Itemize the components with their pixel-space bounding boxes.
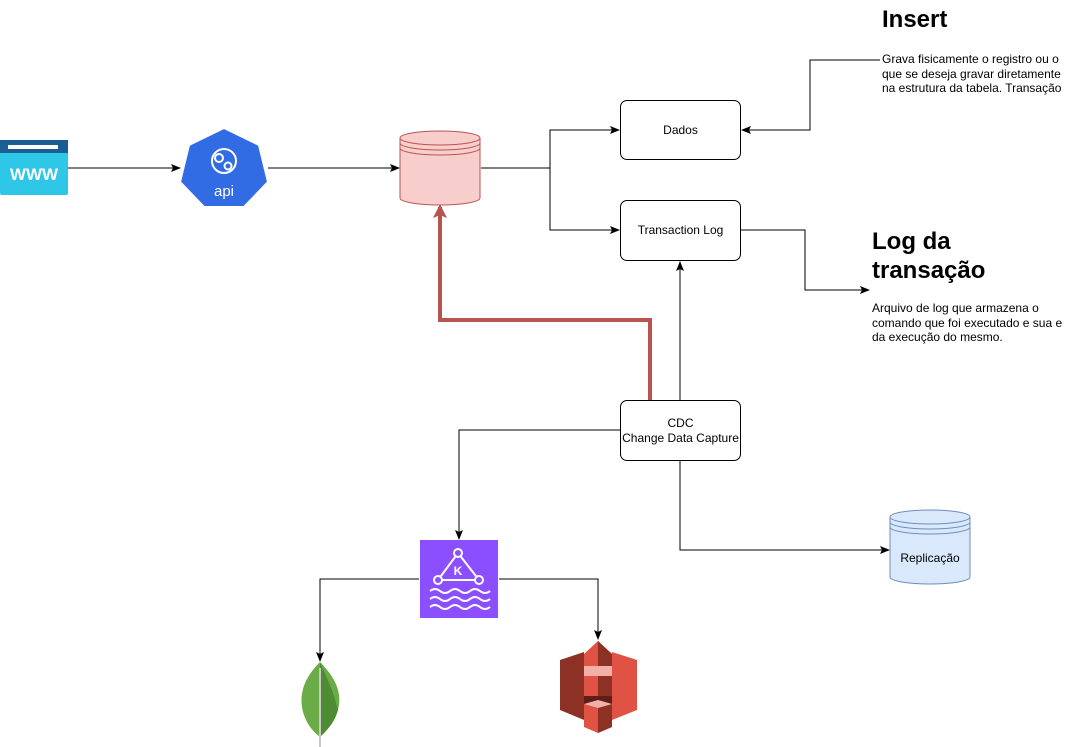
kafka-icon: K: [420, 540, 498, 618]
log-description: Arquivo de log que armazena o comando qu…: [872, 301, 1063, 344]
edge-cdc-to-replicacao: [679, 460, 890, 554]
edge-transaction-log-to-log-note: [740, 229, 870, 294]
edge-kafka-to-mongodb: [316, 578, 419, 662]
mongodb-icon: [301, 662, 340, 747]
api-kubernetes-icon: api: [178, 126, 270, 208]
connectors: [68, 59, 890, 662]
dados-label: Dados: [663, 122, 698, 137]
www-icon: WWW: [0, 140, 68, 195]
transaction-log-box[interactable]: Transaction Log: [620, 200, 741, 261]
cdc-label: CDC: [667, 415, 694, 430]
s3-bucket-icon: [560, 641, 637, 733]
replicacao-database-icon: [889, 509, 971, 585]
edge-db-to-dados: [481, 126, 620, 169]
replicacao-label: Replicação: [900, 551, 960, 565]
dados-box[interactable]: Dados: [620, 100, 741, 160]
insert-title: Insert: [882, 6, 948, 33]
kafka-label: K: [454, 564, 463, 578]
cdc-subtitle: Change Data Capture: [622, 430, 739, 445]
edge-kafka-to-s3: [499, 578, 602, 640]
transaction-log-label: Transaction Log: [637, 223, 724, 237]
api-label: api: [214, 183, 234, 200]
edge-db-to-transaction-log: [481, 167, 620, 234]
www-label: WWW: [10, 165, 59, 184]
cdc-box[interactable]: CDC Change Data Capture: [620, 400, 741, 461]
edge-cdc-to-kafka: [455, 429, 620, 540]
edge-insert-to-dados: [741, 59, 880, 134]
database-icon: [399, 130, 481, 206]
log-title: Log da transação: [872, 228, 986, 284]
edge-cdc-to-database-highlight: [433, 204, 652, 400]
insert-description: Grava fisicamente o registro ou o que se…: [882, 52, 1062, 95]
